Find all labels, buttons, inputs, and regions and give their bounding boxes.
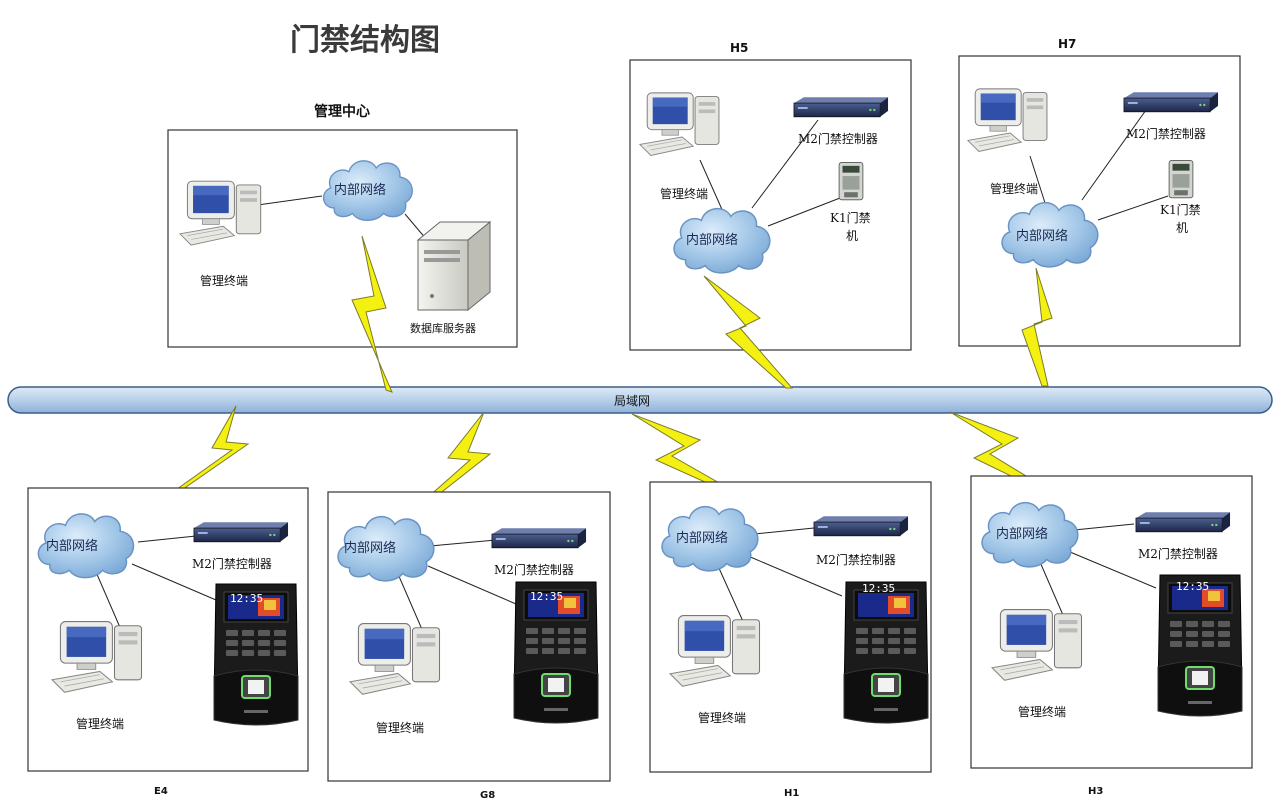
cloud-label: 内部网络	[676, 530, 728, 546]
device-screen-time: 12:35	[1176, 580, 1209, 593]
controller-label: M2门禁控制器	[798, 131, 878, 146]
cloud-label: 内部网络	[1016, 228, 1068, 244]
device-screen-time: 12:35	[530, 590, 563, 603]
cloud-label: 内部网络	[996, 526, 1048, 542]
k1-label-line2: 机	[1176, 221, 1188, 235]
m2-controller-icon	[491, 527, 587, 549]
server-label: 数据库服务器	[410, 321, 476, 335]
controller-label: M2门禁控制器	[1138, 546, 1218, 561]
cloud-label: 内部网络	[344, 540, 396, 556]
lightning-icon	[168, 405, 250, 495]
m2-controller-icon	[193, 521, 289, 543]
fingerprint-terminal-icon	[842, 580, 930, 725]
device-screen-time: 12:35	[862, 582, 895, 595]
page-title: 门禁结构图	[290, 23, 440, 58]
terminal-label: 管理终端	[990, 181, 1038, 196]
terminal-label: 管理终端	[660, 186, 708, 201]
site-H3: 内部网络 M2门禁控制器 管理终端 12:35 H3	[970, 475, 1253, 797]
site-id-label: H1	[784, 788, 799, 799]
lan-label: 局域网	[614, 394, 650, 408]
site-id-label: E4	[154, 786, 168, 797]
lan-bus: 局域网	[7, 386, 1273, 414]
terminal-label: 管理终端	[698, 710, 746, 725]
controller-label: M2门禁控制器	[1126, 126, 1206, 141]
m2-controller-icon	[1135, 511, 1231, 533]
site-H1: 内部网络 M2门禁控制器 管理终端 12:35 H1	[649, 481, 932, 799]
fingerprint-terminal-icon	[1156, 573, 1244, 718]
site-H7: H7 管理终端 M2门禁控制器 K1门禁 机 内部网络	[958, 37, 1241, 347]
controller-label: M2门禁控制器	[494, 562, 574, 577]
m2-controller-icon	[793, 96, 889, 118]
lightning-icon	[703, 275, 794, 389]
site-E4: 内部网络 M2门禁控制器 管理终端 12:35 E4	[27, 487, 309, 797]
wireless-links	[168, 235, 1064, 507]
fingerprint-terminal-icon	[513, 581, 599, 724]
site-G8: 内部网络 M2门禁控制器 管理终端 12:35 G8	[327, 491, 611, 801]
management-center: 管理中心 内部网络 管理终端 数据库服务器	[167, 103, 518, 348]
m2-controller-icon	[1123, 91, 1219, 113]
k1-label: K1门禁	[830, 210, 871, 225]
site-id-label: H5	[730, 41, 748, 55]
lightning-icon	[1021, 267, 1053, 387]
fingerprint-terminal-icon	[213, 583, 299, 726]
cloud-label: 内部网络	[46, 538, 98, 554]
k1-access-unit-icon	[838, 162, 864, 201]
database-server-icon	[416, 220, 492, 312]
k1-access-unit-icon	[1168, 160, 1194, 199]
controller-label: M2门禁控制器	[192, 556, 272, 571]
controller-label: M2门禁控制器	[816, 552, 896, 567]
lightning-icon	[351, 235, 393, 393]
k1-label-line2: 机	[846, 229, 858, 243]
site-id-label: H7	[1058, 37, 1076, 51]
k1-label: K1门禁	[1160, 202, 1201, 217]
terminal-label: 管理终端	[1018, 704, 1066, 719]
site-id-label: H3	[1088, 786, 1103, 797]
m2-controller-icon	[813, 515, 909, 537]
site-id-label: G8	[480, 790, 495, 801]
cloud-label: 内部网络	[686, 232, 738, 248]
terminal-label: 管理终端	[76, 716, 124, 731]
cloud-label: 内部网络	[334, 182, 386, 198]
management-center-heading: 管理中心	[314, 103, 370, 120]
terminal-label: 管理终端	[376, 720, 424, 735]
site-H5: H5 管理终端 M2门禁控制器 K1门禁 机 内部网络	[629, 41, 912, 351]
terminal-label: 管理终端	[200, 273, 248, 288]
device-screen-time: 12:35	[230, 592, 263, 605]
